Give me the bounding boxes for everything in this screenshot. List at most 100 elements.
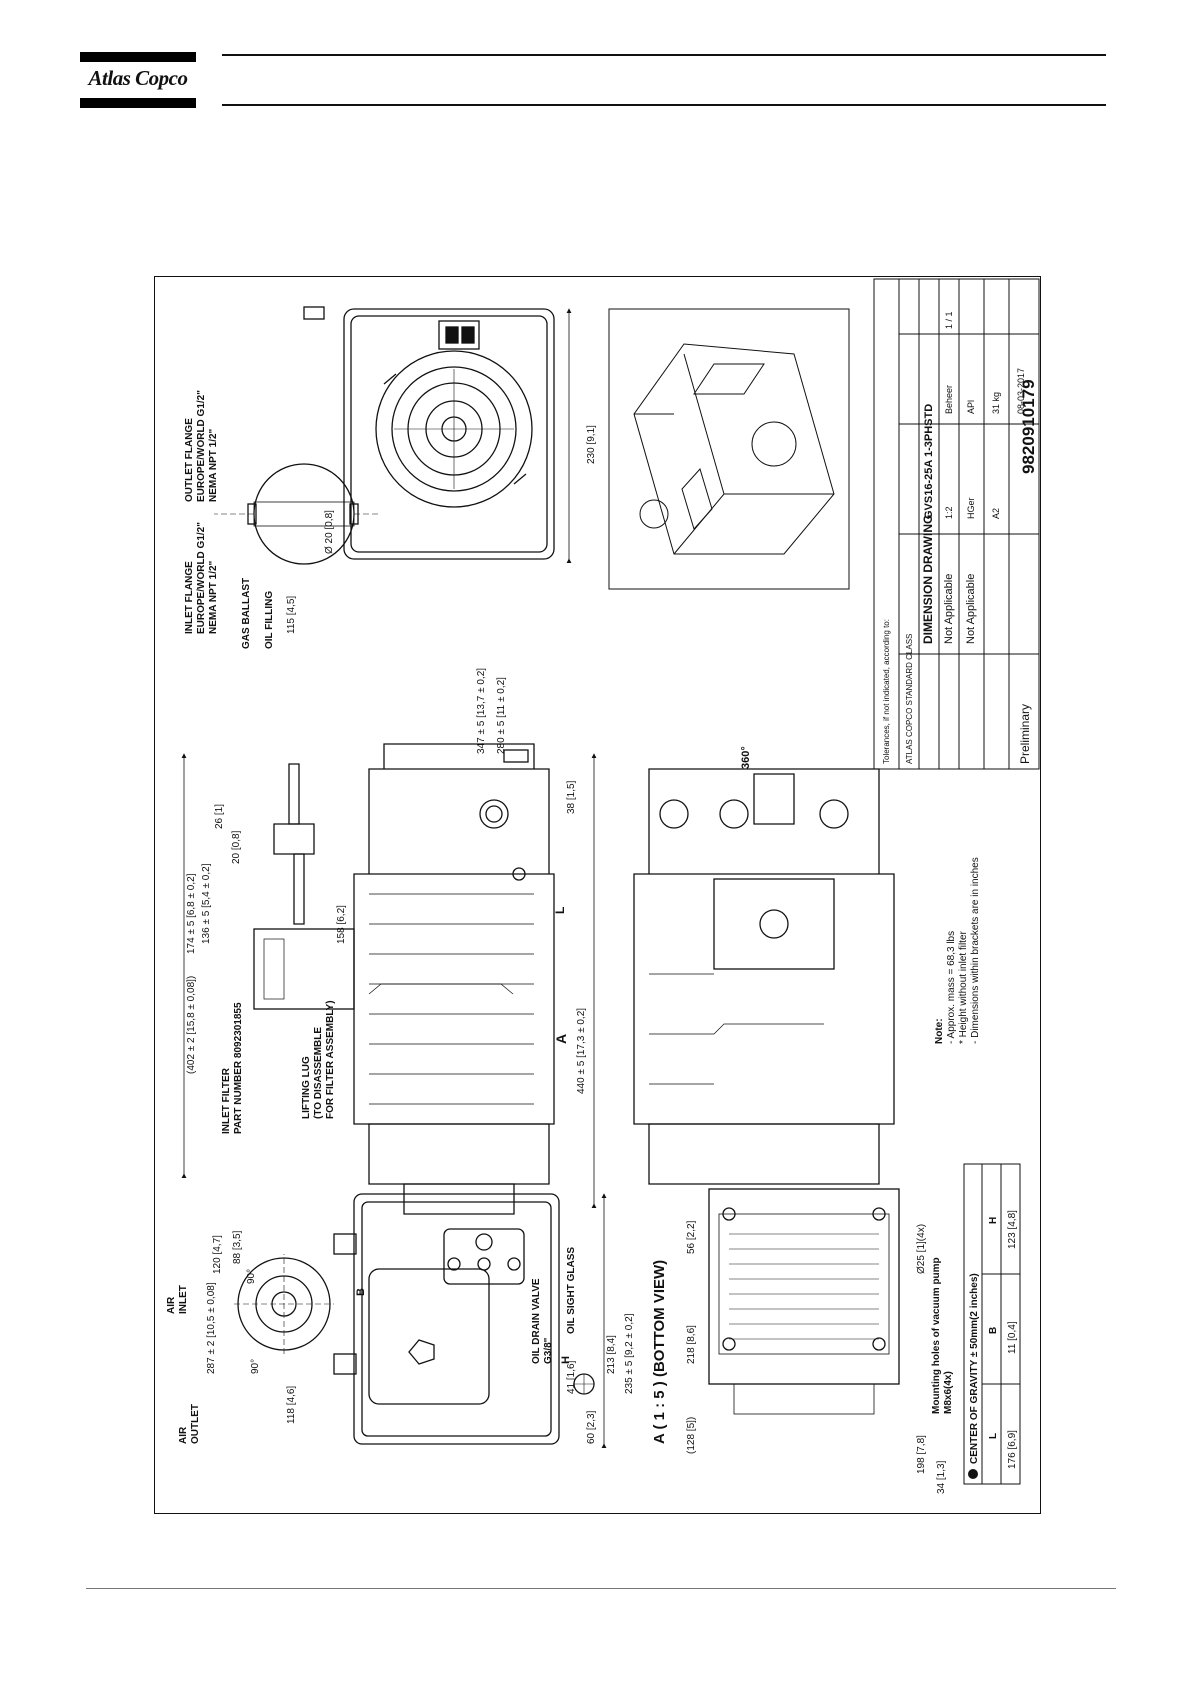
svg-text:90°: 90° — [246, 1269, 257, 1284]
svg-text:136 ± 5 [5,4 ± 0,2]: 136 ± 5 [5,4 ± 0,2] — [201, 863, 212, 944]
front-view — [633, 768, 895, 1185]
svg-text:90°: 90° — [250, 1359, 261, 1374]
svg-text:EUROPE/WORLD G1/2": EUROPE/WORLD G1/2" — [196, 390, 207, 502]
svg-text:Not Applicable: Not Applicable — [965, 574, 977, 644]
end-view-outlet — [214, 306, 555, 565]
svg-text:OIL FILLING: OIL FILLING — [264, 591, 275, 649]
svg-text:176 [6,9]: 176 [6,9] — [1007, 1430, 1018, 1469]
svg-text:GVS16-25A 1-3PHSTD: GVS16-25A 1-3PHSTD — [923, 404, 935, 519]
svg-text:34 [1,3]: 34 [1,3] — [936, 1460, 947, 1494]
atlas-copco-logo: Atlas Copco — [80, 52, 196, 110]
svg-text:198 [7,8]: 198 [7,8] — [916, 1435, 927, 1474]
svg-text:ATLAS COPCO STANDARD CLASS: ATLAS COPCO STANDARD CLASS — [905, 634, 914, 764]
svg-text:26 [1]: 26 [1] — [214, 804, 225, 829]
svg-text:CENTER OF GRAVITY ± 50mm(2 inc: CENTER OF GRAVITY ± 50mm(2 inches) — [969, 1273, 980, 1464]
drawing-sheet-border — [154, 276, 1041, 1514]
svg-text:G3/8": G3/8" — [543, 1337, 554, 1364]
center-of-gravity-icon — [968, 1469, 978, 1479]
svg-text:20 [0,8]: 20 [0,8] — [231, 830, 242, 864]
drawing-canvas: OUTLET FLANGE EUROPE/WORLD G1/2" NEMA NP… — [166, 278, 1040, 1494]
svg-text:41 [1,6]: 41 [1,6] — [566, 1360, 577, 1394]
svg-text:9820910179: 9820910179 — [1019, 379, 1038, 474]
svg-text:PART NUMBER 8092301855: PART NUMBER 8092301855 — [233, 1002, 244, 1134]
svg-text:347 ± 5 [13,7 ± 0,2]: 347 ± 5 [13,7 ± 0,2] — [476, 668, 487, 754]
svg-text:HGer: HGer — [966, 497, 976, 519]
svg-text:Note:: Note: — [934, 1018, 945, 1044]
svg-text:88 [3,5]: 88 [3,5] — [232, 1230, 243, 1264]
svg-text:B: B — [988, 1327, 999, 1334]
svg-text:- Dimensions within brackets a: - Dimensions within brackets are in inch… — [970, 857, 981, 1044]
svg-text:L: L — [988, 1433, 999, 1439]
title-block — [873, 278, 1040, 770]
svg-text:- Approx. mass = 68,3 lbs: - Approx. mass = 68,3 lbs — [946, 931, 957, 1044]
svg-text:FOR FILTER ASSEMBLY): FOR FILTER ASSEMBLY) — [325, 1000, 336, 1119]
cog-table — [963, 1163, 1021, 1485]
svg-text:56 [2,2]: 56 [2,2] — [686, 1220, 697, 1254]
svg-text:60 [2,3]: 60 [2,3] — [586, 1410, 597, 1444]
svg-text:EUROPE/WORLD G1/2": EUROPE/WORLD G1/2" — [196, 522, 207, 634]
isometric-view — [608, 308, 850, 590]
svg-text:Not Applicable: Not Applicable — [943, 574, 955, 644]
dimension-drawing: OUTLET FLANGE EUROPE/WORLD G1/2" NEMA NP… — [154, 276, 1041, 1514]
side-view — [253, 743, 555, 1215]
svg-text:(128 [5]): (128 [5]) — [686, 1417, 697, 1454]
svg-text:Beheer: Beheer — [944, 385, 954, 414]
svg-text:Preliminary: Preliminary — [1018, 704, 1032, 764]
header-rule-top — [222, 54, 1106, 56]
svg-text:1:2: 1:2 — [944, 506, 954, 519]
svg-text:AIR: AIR — [166, 1296, 177, 1314]
svg-text:280 ± 5 [11 ± 0,2]: 280 ± 5 [11 ± 0,2] — [496, 677, 507, 754]
svg-text:Ø 20 [0,8]: Ø 20 [0,8] — [324, 510, 335, 554]
svg-text:38 [1,5]: 38 [1,5] — [566, 780, 577, 814]
svg-text:DIMENSION DRAWING: DIMENSION DRAWING — [921, 515, 935, 644]
svg-text:230 [9,1]: 230 [9,1] — [586, 425, 597, 464]
svg-text:213 [8,4]: 213 [8,4] — [606, 1335, 617, 1374]
svg-text:1 / 1: 1 / 1 — [944, 311, 954, 329]
bottom-view — [708, 1188, 900, 1415]
svg-text:INLET FILTER: INLET FILTER — [221, 1067, 232, 1134]
svg-text:08-03-2017: 08-03-2017 — [1016, 368, 1026, 414]
svg-text:INLET FLANGE: INLET FLANGE — [184, 561, 195, 634]
svg-text:* Height without inlet filter: * Height without inlet filter — [958, 930, 969, 1044]
footer-rule — [86, 1588, 1116, 1589]
svg-text:APl: APl — [966, 400, 976, 414]
svg-text:OUTLET: OUTLET — [190, 1404, 201, 1444]
svg-text:115 [4,5]: 115 [4,5] — [286, 596, 297, 634]
svg-text:287 ± 2 [10,5 ± 0,08]: 287 ± 2 [10,5 ± 0,08] — [206, 1282, 217, 1374]
svg-text:Ø25 [1](4x): Ø25 [1](4x) — [916, 1224, 927, 1274]
svg-text:H: H — [560, 1356, 572, 1364]
svg-text:218 [8,6]: 218 [8,6] — [686, 1325, 697, 1364]
svg-text:360°: 360° — [740, 746, 752, 769]
svg-text:(TO DISASSEMBLE: (TO DISASSEMBLE — [313, 1027, 324, 1119]
svg-text:158 [6,2]: 158 [6,2] — [336, 905, 347, 944]
svg-text:235 ± 5 [9,2 ± 0,2]: 235 ± 5 [9,2 ± 0,2] — [624, 1313, 635, 1394]
svg-text:118 [4,6]: 118 [4,6] — [286, 1386, 297, 1424]
svg-text:123 [4,8]: 123 [4,8] — [1007, 1210, 1018, 1249]
svg-text:OIL SIGHT GLASS: OIL SIGHT GLASS — [566, 1247, 577, 1334]
svg-text:LIFTING LUG: LIFTING LUG — [301, 1056, 312, 1119]
svg-text:M8x6(4x): M8x6(4x) — [943, 1371, 954, 1414]
svg-text:OUTLET FLANGE: OUTLET FLANGE — [184, 418, 195, 502]
svg-text:11 [0,4]: 11 [0,4] — [1007, 1321, 1018, 1354]
svg-text:31 kg: 31 kg — [991, 392, 1001, 414]
svg-text:H: H — [988, 1217, 999, 1224]
svg-text:OIL DRAIN VALVE: OIL DRAIN VALVE — [531, 1278, 542, 1364]
svg-text:GAS BALLAST: GAS BALLAST — [241, 578, 252, 649]
svg-text:440 ± 5 [17,3 ± 0,2]: 440 ± 5 [17,3 ± 0,2] — [576, 1008, 587, 1094]
svg-text:B: B — [355, 1288, 367, 1296]
svg-text:L: L — [553, 907, 567, 914]
svg-text:Tolerances, if not indicated,: Tolerances, if not indicated, according … — [882, 619, 891, 764]
end-view-inlet — [234, 1193, 595, 1445]
svg-text:A ( 1 : 5 ) (BOTTOM VIEW): A ( 1 : 5 ) (BOTTOM VIEW) — [651, 1260, 668, 1444]
svg-text:NEMA NPT 1/2": NEMA NPT 1/2" — [208, 428, 219, 502]
svg-text:A2: A2 — [991, 508, 1001, 519]
svg-text:NEMA NPT 1/2": NEMA NPT 1/2" — [208, 560, 219, 634]
svg-text:120 [4,7]: 120 [4,7] — [212, 1235, 223, 1274]
svg-text:174 ± 5 [6,8 ± 0,2]: 174 ± 5 [6,8 ± 0,2] — [186, 873, 197, 954]
svg-text:Mounting holes of vacuum pump: Mounting holes of vacuum pump — [931, 1257, 942, 1414]
svg-text:A: A — [553, 1034, 569, 1044]
header-rule-bottom — [222, 104, 1106, 106]
svg-text:INLET: INLET — [178, 1285, 189, 1314]
svg-text:(402 ± 2 [15,8 ± 0,08]): (402 ± 2 [15,8 ± 0,08]) — [186, 976, 197, 1074]
svg-text:AIR: AIR — [178, 1426, 189, 1444]
